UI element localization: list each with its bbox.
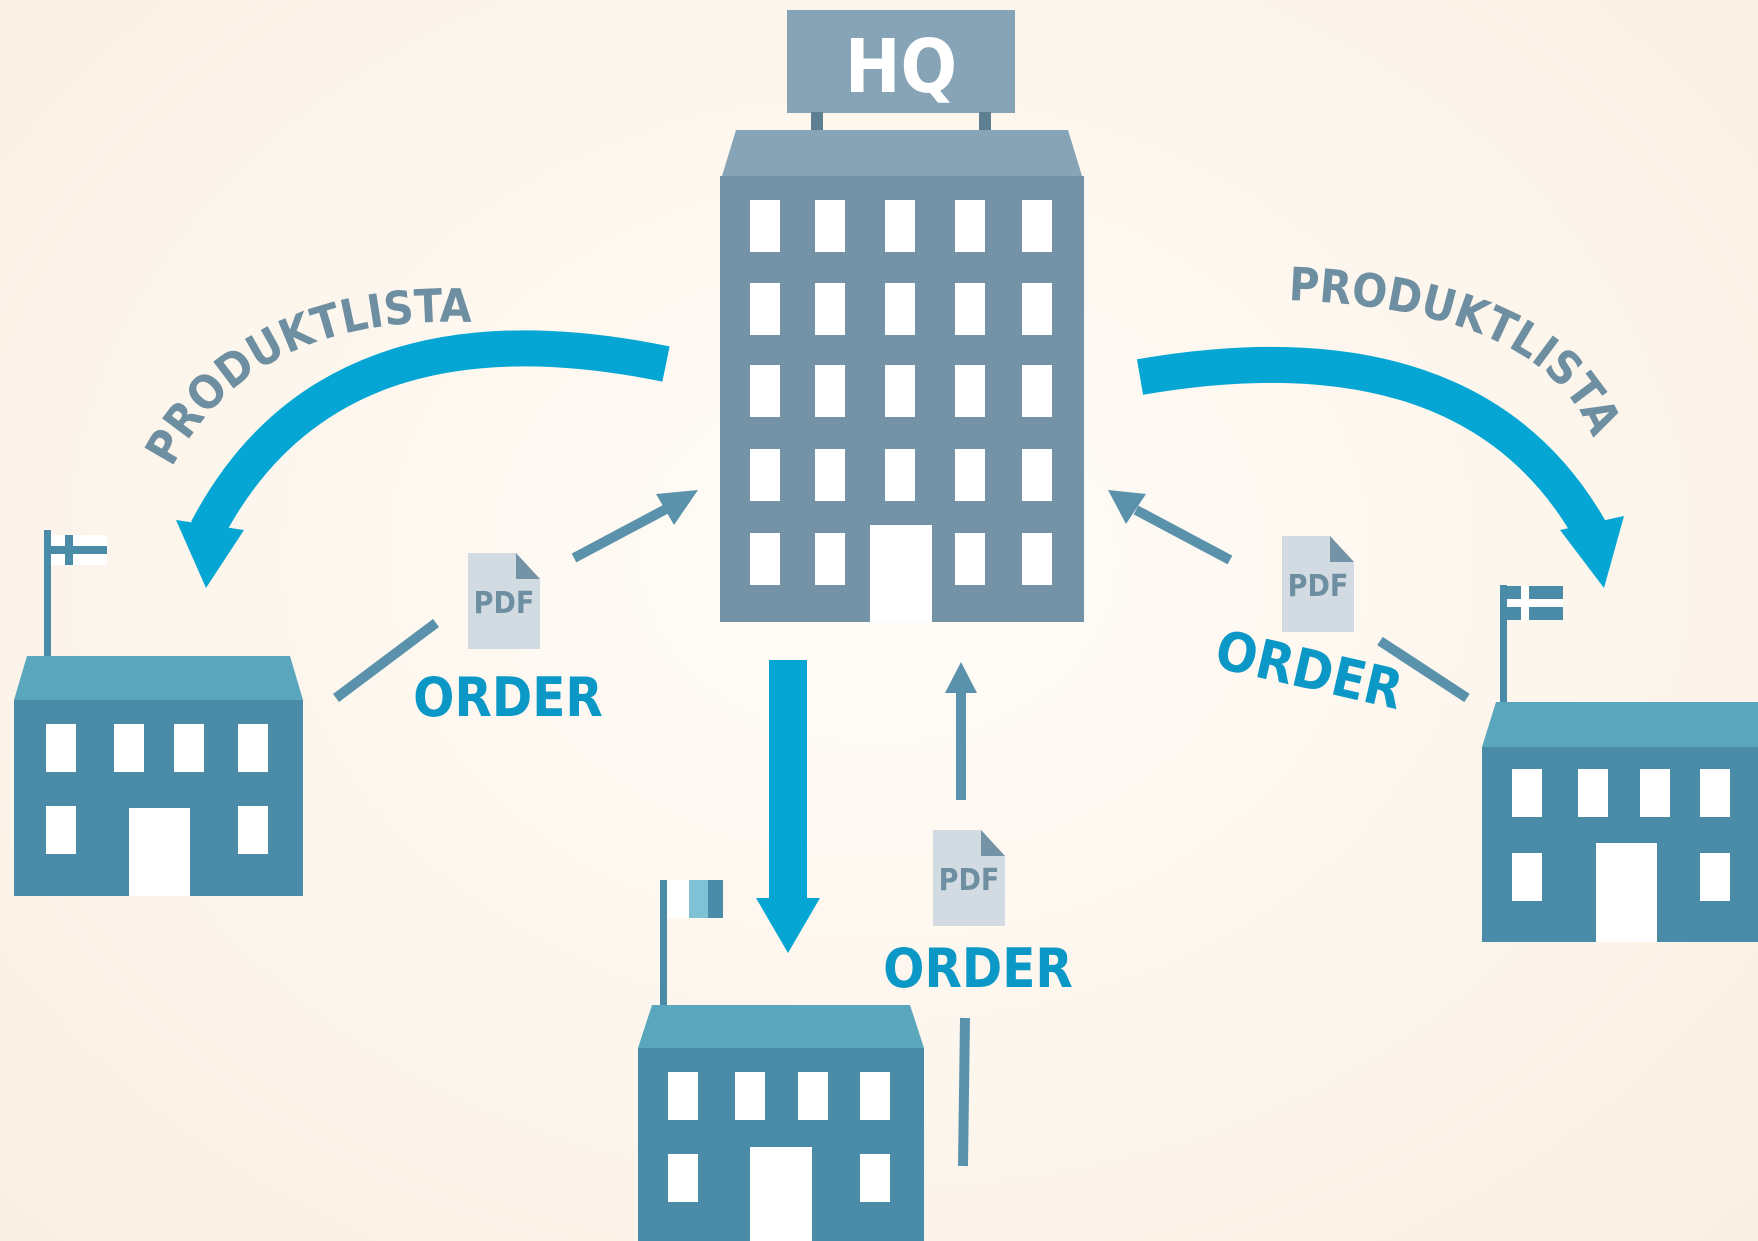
arrowhead-order-right xyxy=(1108,490,1146,524)
window xyxy=(885,449,915,501)
pdf-label-left: PDF xyxy=(474,586,535,621)
branch-door-bottom xyxy=(750,1147,812,1241)
branch-building-bottom xyxy=(638,880,924,1241)
window xyxy=(750,365,780,417)
flagpole-left xyxy=(44,530,51,678)
window xyxy=(860,1154,890,1202)
window xyxy=(815,533,845,585)
branch-windows-left xyxy=(46,724,268,854)
window xyxy=(238,724,268,772)
branch-building-right xyxy=(1482,585,1758,942)
window xyxy=(815,449,845,501)
hq-sign xyxy=(787,10,1015,113)
window xyxy=(46,806,76,854)
arrow-produktlista-right xyxy=(1136,346,1624,588)
window xyxy=(114,724,144,772)
arrow-produktlista-left xyxy=(176,330,670,588)
pdf-label-right: PDF xyxy=(1288,569,1349,604)
window xyxy=(955,283,985,335)
estonia-flag-icon xyxy=(667,880,723,918)
window xyxy=(815,283,845,335)
window xyxy=(955,533,985,585)
arrow-order-bottom xyxy=(945,662,977,1167)
arrow-order-right xyxy=(1108,490,1470,703)
window xyxy=(1700,769,1730,817)
window xyxy=(798,1072,828,1120)
window xyxy=(815,365,845,417)
window xyxy=(860,1072,890,1120)
branch-door-left xyxy=(129,808,190,896)
order-label-left: ORDER xyxy=(413,666,603,729)
window xyxy=(815,200,845,252)
branch-roof-bottom xyxy=(638,1005,924,1048)
pdf-document-left: PDF xyxy=(468,553,540,649)
window xyxy=(174,724,204,772)
window xyxy=(885,283,915,335)
pdf-document-bottom: PDF xyxy=(933,830,1005,926)
window xyxy=(750,533,780,585)
sweden-flag-icon xyxy=(1507,586,1563,620)
window xyxy=(1022,365,1052,417)
window xyxy=(238,806,268,854)
window xyxy=(1512,853,1542,901)
flagpole-bottom xyxy=(660,880,667,1026)
arrowhead-right xyxy=(1560,516,1624,588)
window xyxy=(46,724,76,772)
arrow-hq-to-bottom xyxy=(756,660,820,953)
hq-roof xyxy=(722,130,1082,176)
hq-windows xyxy=(750,200,1052,585)
window xyxy=(750,283,780,335)
branch-door-right xyxy=(1596,843,1657,942)
window xyxy=(1022,283,1052,335)
window xyxy=(1640,769,1670,817)
hq-sign-text: HQ xyxy=(845,24,957,110)
pdf-document-right: PDF xyxy=(1282,536,1354,632)
window xyxy=(955,449,985,501)
window xyxy=(668,1154,698,1202)
window xyxy=(1022,533,1052,585)
window xyxy=(1512,769,1542,817)
branch-roof-right xyxy=(1482,702,1758,747)
window xyxy=(735,1072,765,1120)
finland-flag-icon xyxy=(51,535,107,565)
branch-roof-left xyxy=(14,656,303,700)
branch-windows-bottom xyxy=(668,1072,890,1202)
window xyxy=(750,200,780,252)
flagpole-right xyxy=(1500,585,1507,731)
hq-building: HQ xyxy=(720,10,1084,622)
window xyxy=(750,449,780,501)
arrow-order-left xyxy=(333,490,698,702)
window xyxy=(885,365,915,417)
window xyxy=(1022,449,1052,501)
window xyxy=(1700,853,1730,901)
arrowhead-order-bottom xyxy=(945,662,977,693)
window xyxy=(955,365,985,417)
arrowhead-bottom xyxy=(756,898,820,953)
pdf-label-bottom: PDF xyxy=(939,863,1000,898)
arrowhead-order-left xyxy=(656,490,698,525)
order-label-right: ORDER xyxy=(1210,618,1409,722)
order-label-bottom: ORDER xyxy=(883,937,1073,1000)
window xyxy=(1578,769,1608,817)
hq-door xyxy=(870,525,932,622)
window xyxy=(1022,200,1052,252)
window xyxy=(668,1072,698,1120)
branch-windows-right xyxy=(1512,769,1730,901)
window xyxy=(955,200,985,252)
window xyxy=(885,200,915,252)
branch-building-left xyxy=(14,530,303,896)
